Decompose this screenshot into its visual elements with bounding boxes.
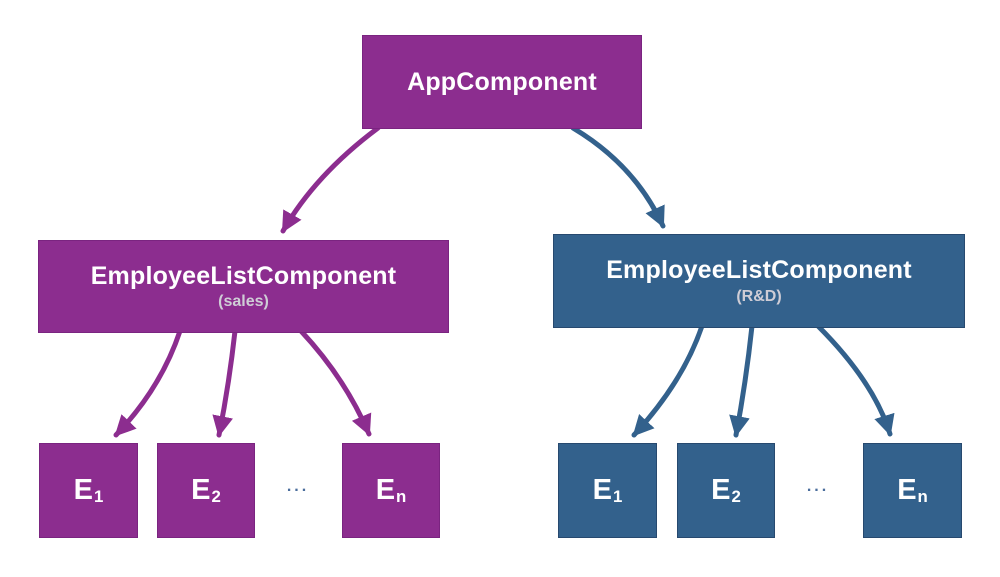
- employee-list-rnd-title: EmployeeListComponent: [606, 256, 912, 285]
- sales-employee-n-box: En: [342, 443, 440, 538]
- edge-app-to-sales: [280, 125, 381, 234]
- employee-label-subscript: 2: [211, 487, 221, 506]
- edge-rnd-to-e2: [729, 323, 755, 438]
- employee-list-sales-subtitle: (sales): [218, 293, 269, 311]
- edge-app-to-rnd: [570, 125, 666, 229]
- employee-list-sales-title: EmployeeListComponent: [90, 261, 397, 290]
- rnd-employee-n-label: En: [897, 474, 928, 507]
- rnd-employee-1-label: E1: [593, 474, 623, 507]
- employee-label-base: E: [711, 474, 731, 506]
- sales-employee-1-box: E1: [39, 443, 138, 538]
- rnd-ellipsis: ...: [806, 478, 830, 495]
- employee-label-base: E: [592, 474, 612, 506]
- sales-employee-2-label: E2: [191, 474, 221, 507]
- rnd-employee-2-label: E2: [711, 474, 741, 507]
- employee-label-base: E: [73, 474, 93, 506]
- employee-label-base: E: [897, 474, 917, 506]
- edge-rnd-to-e1: [631, 323, 705, 438]
- rnd-employee-2-box: E2: [677, 443, 775, 538]
- sales-employee-2-box: E2: [157, 443, 255, 538]
- sales-employee-1-label: E1: [74, 474, 104, 507]
- employee-list-sales-box: EmployeeListComponent (sales): [38, 240, 449, 333]
- employee-label-subscript: 2: [731, 487, 741, 506]
- app-component-label: AppComponent: [407, 67, 597, 96]
- employee-list-rnd-box: EmployeeListComponent (R&D): [553, 234, 965, 328]
- edge-sales-to-en: [298, 328, 372, 437]
- employee-label-subscript: 1: [612, 487, 623, 506]
- app-component-box: AppComponent: [362, 35, 642, 129]
- edge-sales-to-e2: [212, 328, 238, 438]
- rnd-employee-n-box: En: [863, 443, 962, 538]
- employee-label-base: E: [191, 474, 211, 506]
- employee-label-subscript: n: [917, 487, 928, 506]
- edge-rnd-to-en: [815, 323, 895, 437]
- edge-sales-to-e1: [113, 328, 183, 438]
- sales-employee-n-label: En: [376, 474, 407, 507]
- sales-ellipsis: ...: [286, 478, 310, 495]
- employee-label-subscript: n: [396, 487, 407, 506]
- employee-label-base: E: [375, 474, 396, 506]
- rnd-employee-1-box: E1: [558, 443, 657, 538]
- employee-list-rnd-subtitle: (R&D): [736, 287, 782, 305]
- employee-label-subscript: 1: [93, 487, 104, 506]
